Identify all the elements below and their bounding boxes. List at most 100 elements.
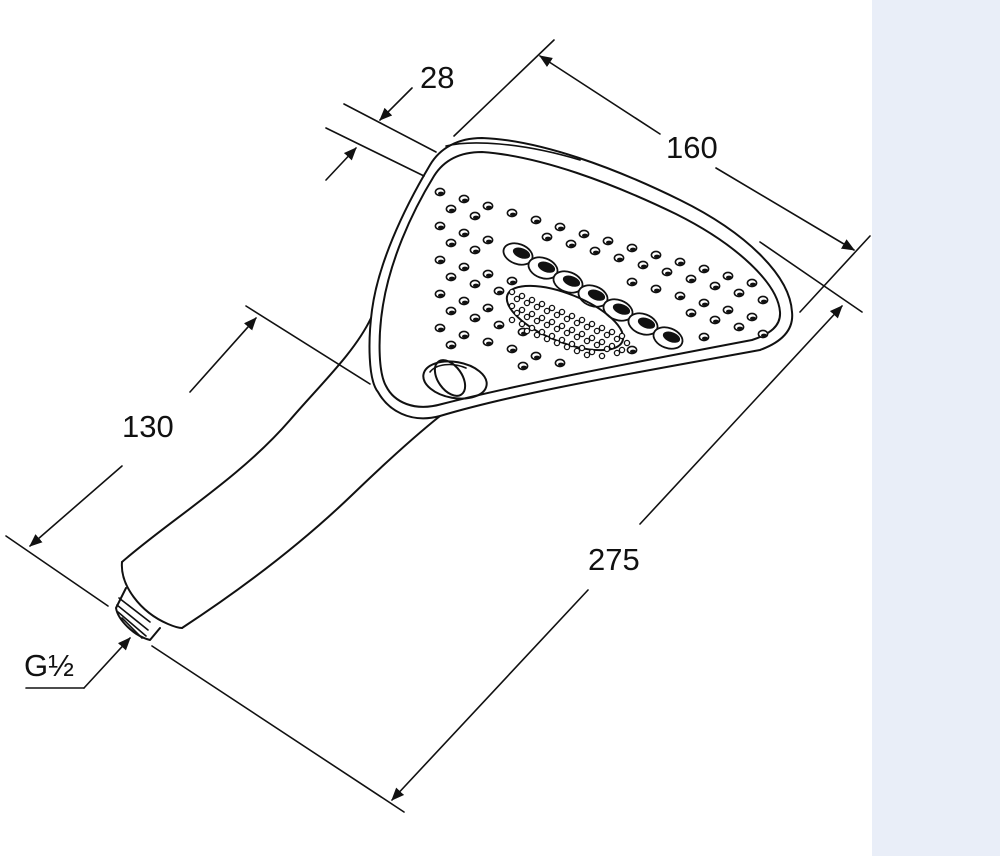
nozzle (709, 281, 721, 291)
spray-nozzle (608, 328, 616, 336)
nozzle (757, 295, 769, 305)
nozzle (482, 269, 494, 279)
spray-nozzle (533, 331, 541, 339)
spray-nozzle (573, 347, 581, 355)
nozzle (482, 303, 494, 313)
dimension-overall-length: 275 (151, 305, 843, 813)
spray-nozzle (558, 308, 566, 316)
handle-end-cap (120, 561, 183, 629)
dimension-depth: 28 (325, 60, 454, 181)
spray-nozzle (608, 342, 616, 350)
nozzle (650, 284, 662, 294)
nozzle (469, 211, 481, 221)
nozzle (589, 246, 601, 256)
spray-nozzle (533, 317, 541, 325)
spray-nozzle (548, 318, 556, 326)
spray-nozzle (573, 319, 581, 327)
spray-nozzle (568, 312, 576, 320)
nozzle (733, 288, 745, 298)
nozzle (458, 296, 470, 306)
spray-nozzle (543, 335, 551, 343)
spray-nozzle (518, 292, 526, 300)
drawing-area: 28 160 130 275 G½ (5, 39, 871, 813)
handle-lower-edge (181, 415, 441, 629)
spray-nozzle (603, 345, 611, 353)
nozzle (698, 332, 710, 342)
dimension-head-width: 160 (453, 39, 871, 313)
nozzle (458, 228, 470, 238)
spray-nozzle (553, 325, 561, 333)
nozzle (722, 305, 734, 315)
spray-nozzle (508, 288, 516, 296)
spray-nozzle (598, 338, 606, 346)
nozzle (674, 291, 686, 301)
nozzle (541, 232, 553, 242)
spray-nozzle (568, 340, 576, 348)
nozzle (445, 272, 457, 282)
spray-nozzle (528, 324, 536, 332)
nozzle (626, 277, 638, 287)
small-nozzles (434, 187, 769, 371)
spray-nozzle (558, 336, 566, 344)
spray-nozzle (593, 341, 601, 349)
mode-selector-button[interactable] (420, 355, 489, 404)
spray-nozzle (563, 329, 571, 337)
thread-fitting (115, 587, 161, 641)
nozzle (434, 323, 446, 333)
nozzle (685, 274, 697, 284)
dimension-thread: G½ (24, 637, 131, 689)
nozzle (469, 313, 481, 323)
spray-nozzle (523, 327, 531, 335)
spray-nozzle (578, 316, 586, 324)
nozzle (674, 257, 686, 267)
nozzle (698, 264, 710, 274)
thread-label: G½ (24, 648, 74, 683)
nozzle (602, 236, 614, 246)
large-nozzle (527, 256, 559, 280)
spray-nozzle (578, 330, 586, 338)
nozzle (626, 345, 638, 355)
nozzle (445, 204, 457, 214)
spray-nozzle (508, 302, 516, 310)
nozzle (637, 260, 649, 270)
handle-upper-edge (121, 317, 372, 563)
nozzle (554, 222, 566, 232)
spray-nozzle (563, 343, 571, 351)
spray-nozzle (548, 304, 556, 312)
spray-nozzle (593, 327, 601, 335)
spray-nozzle (573, 333, 581, 341)
nozzle (458, 194, 470, 204)
nozzle (506, 208, 518, 218)
center-spray-zone (505, 284, 631, 360)
nozzle (626, 243, 638, 253)
nozzle (506, 276, 518, 286)
spray-nozzle (588, 348, 596, 356)
nozzle (469, 245, 481, 255)
spray-nozzle (513, 295, 521, 303)
large-nozzle (602, 298, 634, 322)
nozzle (445, 306, 457, 316)
nozzle (661, 267, 673, 277)
nozzle (434, 255, 446, 265)
spray-nozzle (623, 339, 631, 347)
spray-nozzle (558, 322, 566, 330)
spray-nozzle (538, 314, 546, 322)
handle-length-label: 130 (122, 409, 174, 444)
head-rim-edge (445, 142, 581, 161)
spray-nozzle (513, 309, 521, 317)
spray-nozzle (568, 326, 576, 334)
spray-nozzle (528, 310, 536, 318)
technical-drawing: 28 160 130 275 G½ (5, 39, 871, 813)
nozzle (482, 235, 494, 245)
spray-nozzle (618, 332, 626, 340)
nozzle (493, 320, 505, 330)
spray-nozzle (508, 316, 516, 324)
spray-nozzle (523, 299, 531, 307)
shower-head-outline (120, 137, 794, 629)
spray-nozzle (523, 313, 531, 321)
spray-nozzle (598, 324, 606, 332)
spray-nozzle (538, 328, 546, 336)
nozzle (530, 215, 542, 225)
nozzle (517, 361, 529, 371)
spray-nozzle (533, 303, 541, 311)
